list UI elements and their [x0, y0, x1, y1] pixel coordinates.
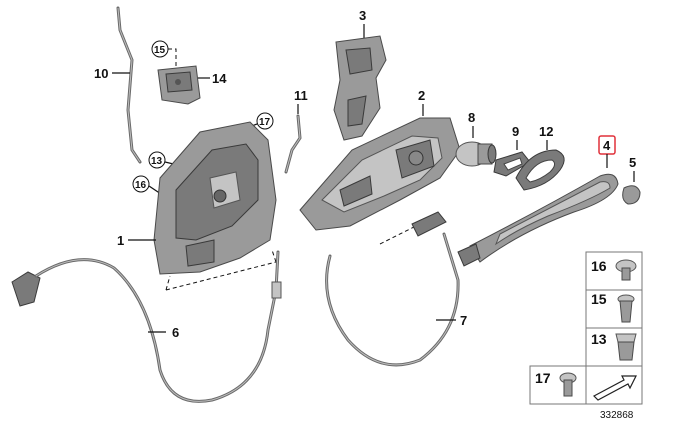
callout-3: 3 [359, 8, 366, 23]
callout-2: 2 [418, 88, 425, 103]
callout-17: 17 [259, 117, 271, 128]
cable-part-7[interactable] [325, 211, 460, 367]
callout-12: 12 [539, 124, 553, 139]
cable-part-6[interactable] [11, 250, 282, 403]
callout-10: 10 [94, 66, 108, 81]
rod-part-11[interactable] [284, 114, 302, 174]
clip-13-icon[interactable] [615, 333, 637, 361]
callout-7: 7 [460, 313, 467, 328]
callout-11: 11 [294, 88, 308, 103]
callout-6: 6 [172, 325, 179, 340]
cap-part-5[interactable] [622, 185, 641, 205]
dash-15 [168, 48, 177, 72]
callout-8: 8 [468, 110, 475, 125]
callout-1: 1 [117, 233, 124, 248]
callout-5: 5 [629, 155, 636, 170]
callout-16: 16 [135, 180, 147, 191]
callout-4: 4 [603, 138, 611, 153]
bracket-part-14[interactable] [157, 65, 201, 105]
callout-15: 15 [154, 45, 166, 56]
lock-cylinder-part-8[interactable] [455, 141, 497, 167]
bracket-part-3[interactable] [333, 35, 387, 141]
dash-1 [165, 249, 277, 291]
screw-15-icon[interactable] [617, 294, 635, 323]
callout-circle-16 [132, 175, 150, 193]
rod-part-10[interactable] [116, 6, 142, 164]
diagram-id: 332868 [600, 410, 634, 421]
kit-label-15: 15 [591, 291, 607, 307]
gasket-part-12[interactable] [515, 149, 565, 191]
kit-label-17: 17 [535, 370, 551, 386]
handle-carrier-part-2[interactable] [299, 117, 461, 231]
outer-door-handle-part-4[interactable] [457, 173, 619, 267]
screw-17-icon[interactable] [559, 372, 577, 397]
callout-circle-13 [148, 151, 166, 169]
screw-16-icon[interactable] [615, 259, 637, 281]
kit-label-13: 13 [591, 331, 607, 347]
arrow-icon [593, 375, 637, 401]
kit-label-16: 16 [591, 258, 607, 274]
callout-circle-17 [256, 112, 274, 130]
callout-14: 14 [212, 71, 227, 86]
hardware-kit-panel: 16 15 13 17 [529, 251, 643, 405]
callout-13: 13 [151, 156, 163, 167]
kit-cell-17 [529, 365, 587, 405]
lock-module-part-1[interactable] [153, 121, 277, 275]
callout-9: 9 [512, 124, 519, 139]
gasket-part-9[interactable] [493, 151, 531, 177]
